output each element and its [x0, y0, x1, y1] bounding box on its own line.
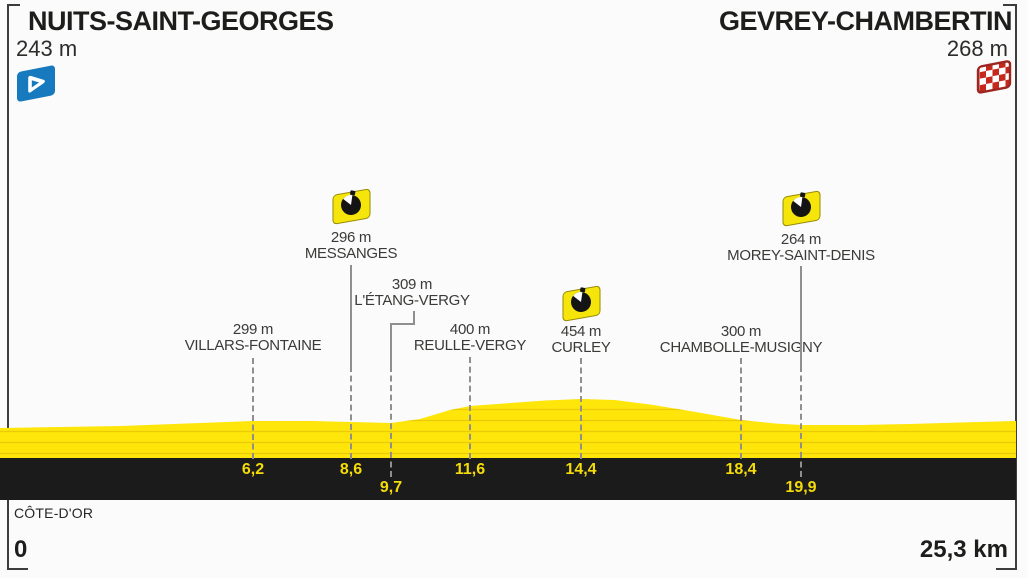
- waypoint-name: VILLARS-FONTAINE: [184, 337, 322, 354]
- region-label: CÔTE-D'OR: [14, 505, 94, 521]
- start-city-elevation: 243 m: [16, 36, 78, 61]
- waypoint-leader-line: [800, 366, 802, 477]
- km-tick-label: 9,7: [379, 479, 403, 496]
- bonus-sprint-icon: [559, 281, 603, 323]
- start-flag-icon: [13, 58, 59, 104]
- waypoint-leader-line: [740, 358, 742, 459]
- frame-serif-bottom-right: [996, 568, 1017, 570]
- waypoint-name: MESSANGES: [304, 245, 398, 262]
- finish-city-title: GEVREY-CHAMBERTIN: [718, 6, 1013, 36]
- total-distance-label: 25,3 km: [919, 536, 1008, 563]
- km-tick-label: 19,9: [785, 479, 817, 496]
- waypoint-leader-line: [390, 323, 392, 366]
- waypoint-leader-line: [800, 266, 802, 366]
- waypoint-leader-line: [390, 366, 392, 477]
- waypoint-name: CURLEY: [551, 339, 611, 356]
- km-tick-label: 18,4: [725, 461, 757, 478]
- start-city-title: NUITS-SAINT-GEORGES: [28, 6, 334, 36]
- waypoint-leader-line: [390, 323, 415, 325]
- km-tick-label: 14,4: [565, 461, 597, 478]
- bonus-sprint-icon: [779, 186, 823, 228]
- waypoint-elevation: 309 m: [391, 276, 433, 293]
- waypoint-name: REULLE-VERGY: [413, 337, 527, 354]
- waypoint-elevation: 299 m: [232, 321, 274, 338]
- km-tick-label: 11,6: [454, 461, 486, 478]
- bonus-sprint-icon: [329, 184, 373, 226]
- frame-serif-top-right: [1003, 4, 1017, 6]
- waypoint-elevation: 400 m: [449, 321, 491, 338]
- waypoint-leader-line: [413, 311, 415, 325]
- frame-serif-bottom-left: [7, 568, 28, 570]
- waypoint-leader-line: [350, 366, 352, 459]
- start-distance-label: 0: [14, 536, 28, 563]
- distance-band: [0, 458, 1016, 500]
- finish-flag-icon: [973, 54, 1015, 96]
- waypoint-leader-line: [350, 265, 352, 366]
- waypoint-leader-line: [469, 357, 471, 459]
- waypoint-name: L'ÉTANG-VERGY: [354, 292, 470, 309]
- waypoint-elevation: 300 m: [720, 323, 762, 340]
- frame-serif-top-left: [7, 4, 20, 6]
- waypoint-name: CHAMBOLLE-MUSIGNY: [659, 339, 823, 356]
- elevation-profile-area: [0, 395, 1016, 458]
- waypoint-leader-line: [252, 358, 254, 459]
- finish-city-elevation: 268 m: [946, 36, 1008, 61]
- km-tick-label: 8,6: [339, 461, 363, 478]
- waypoint-leader-line: [580, 358, 582, 459]
- frame-line-left: [7, 4, 9, 570]
- waypoint-elevation: 296 m: [330, 229, 372, 246]
- waypoint-name: MOREY-SAINT-DENIS: [727, 247, 875, 264]
- km-tick-label: 6,2: [241, 461, 265, 478]
- frame-line-right: [1015, 4, 1017, 570]
- profile-fill: [0, 399, 1016, 458]
- waypoint-elevation: 264 m: [780, 231, 822, 248]
- waypoint-elevation: 454 m: [560, 323, 602, 340]
